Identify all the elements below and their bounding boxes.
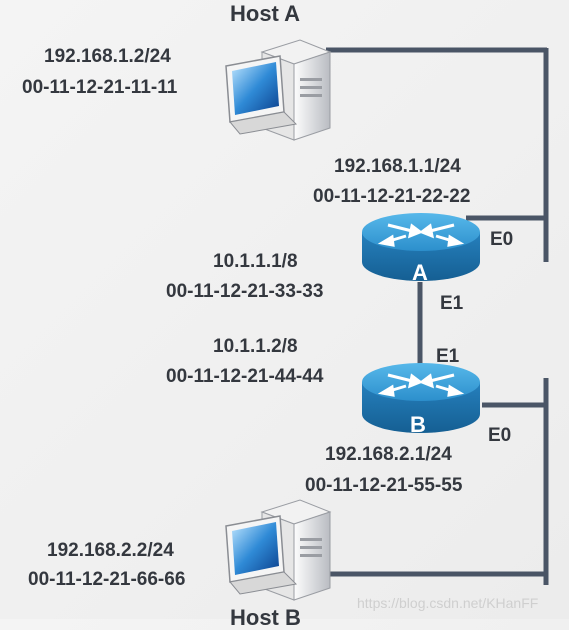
router-a-e0-ip: 192.168.1.1/24 — [334, 156, 461, 177]
host-a-title: Host A — [230, 1, 301, 26]
host-b-computer-icon[interactable] — [225, 499, 332, 601]
router-a-icon[interactable] — [362, 213, 480, 281]
host-b-title: Host B — [230, 605, 301, 630]
router-a-name: A — [412, 260, 428, 285]
router-b-icon[interactable] — [362, 363, 480, 433]
host-b-ip: 192.168.2.2/24 — [47, 540, 174, 561]
router-b-e1-ip: 10.1.1.2/8 — [213, 336, 298, 357]
router-b-e1-mac: 00-11-12-21-44-44 — [166, 366, 324, 387]
router-a-e1-label: E1 — [440, 293, 464, 314]
router-b-e1-label: E1 — [436, 346, 460, 367]
host-b-mac: 00-11-12-21-66-66 — [28, 569, 186, 590]
lan2-links — [326, 378, 549, 585]
router-b-name: B — [410, 412, 426, 437]
lan1-links — [326, 47, 549, 262]
host-a-mac: 00-11-12-21-11-11 — [22, 77, 178, 98]
router-b-e0-label: E0 — [488, 425, 512, 446]
host-a-ip: 192.168.1.2/24 — [44, 46, 171, 67]
router-b-e0-mac: 00-11-12-21-55-55 — [305, 475, 463, 496]
watermark: https://blog.csdn.net/KHanFF — [357, 595, 539, 611]
router-a-e0-label: E0 — [490, 229, 514, 250]
router-b-e0-ip: 192.168.2.1/24 — [325, 444, 452, 465]
router-a-e1-mac: 00-11-12-21-33-33 — [166, 281, 324, 302]
router-a-e1-ip: 10.1.1.1/8 — [213, 251, 298, 272]
router-a-e0-mac: 00-11-12-21-22-22 — [313, 186, 471, 207]
host-a-computer-icon[interactable] — [225, 39, 332, 141]
